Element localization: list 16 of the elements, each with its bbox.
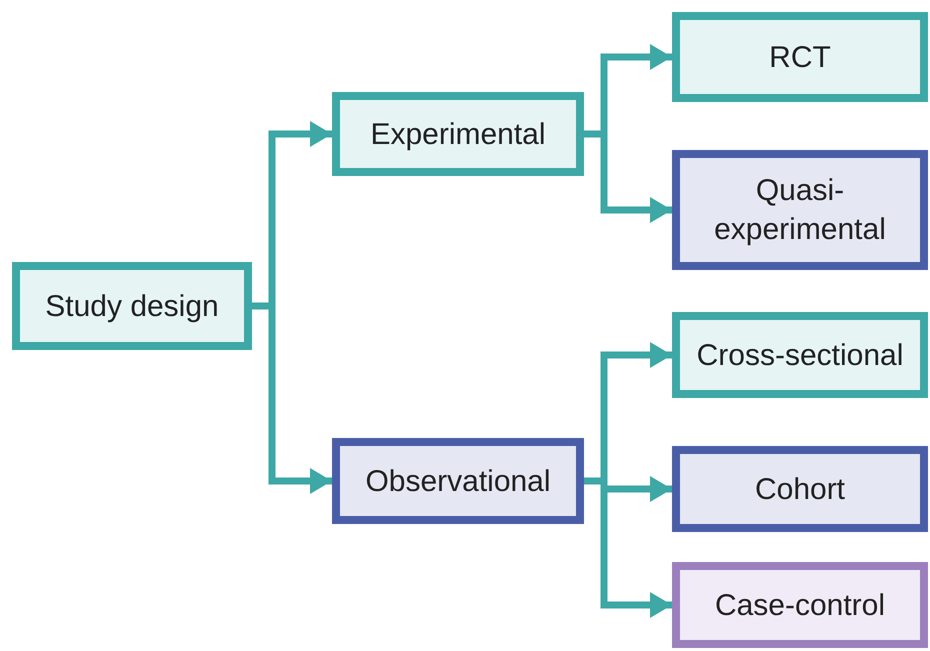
design-box [672,12,928,102]
node-label: Observational [365,464,551,500]
design-box [672,562,928,648]
node-label: Experimental [370,116,546,152]
design-box [672,150,928,270]
category-box [332,438,584,524]
node-label: Case-control [714,588,886,624]
node-label: Cross-sectional [696,338,904,374]
design-box [672,446,928,532]
node-label: Quasi- experimental [713,173,887,248]
start-box [12,262,252,350]
node-label: RCT [769,40,831,76]
design-box [672,312,928,398]
node-label: Study design [45,288,219,324]
category-box [332,92,584,176]
node-label: Cohort [754,472,846,508]
